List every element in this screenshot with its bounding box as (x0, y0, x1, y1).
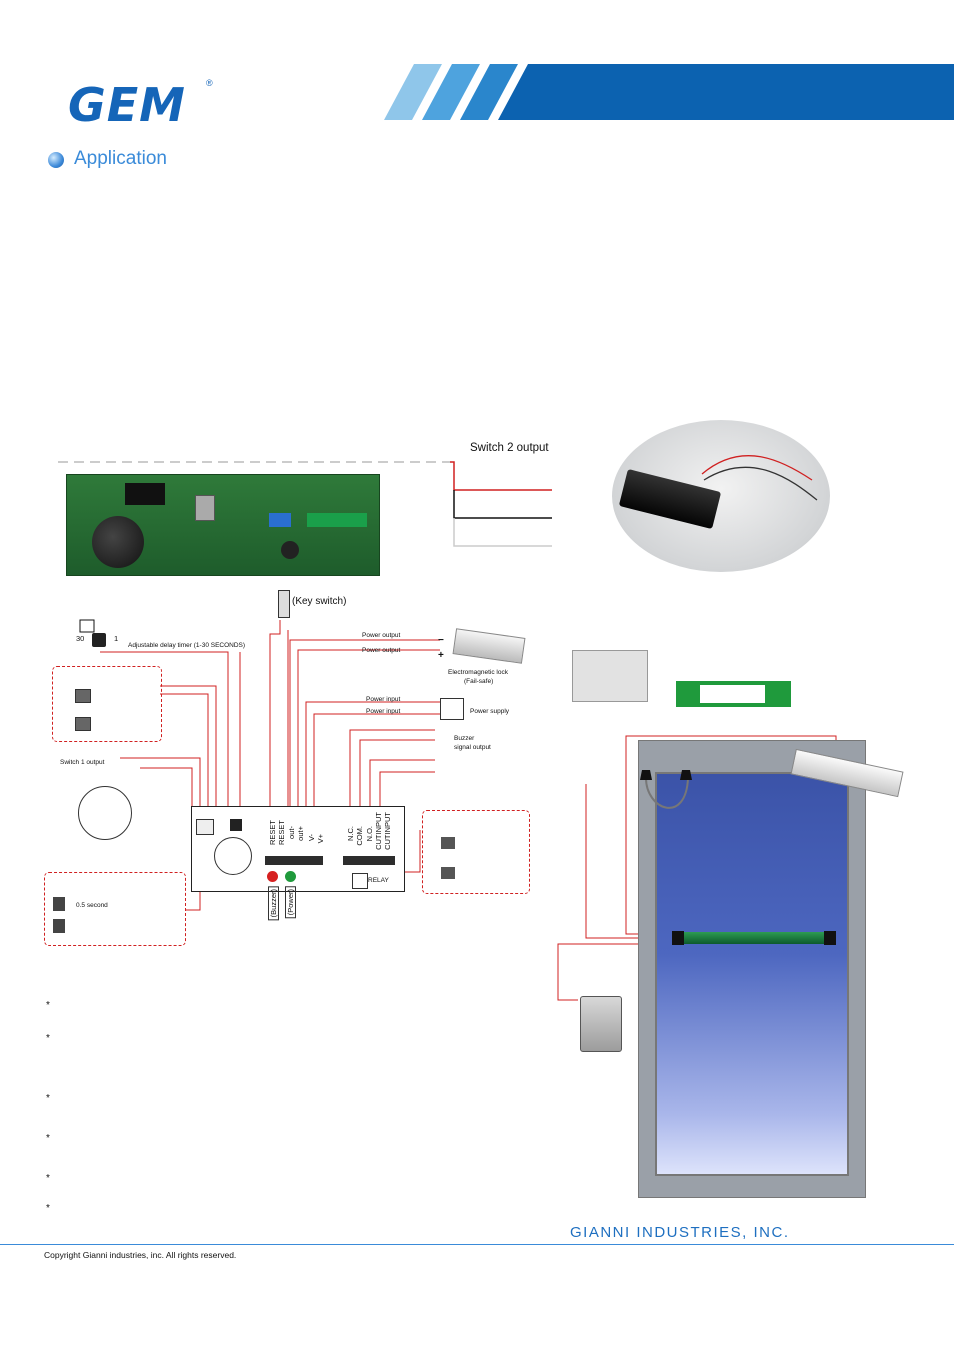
terminal-v-plus: V+ (316, 834, 325, 844)
wiring-diagram-lines (79, 619, 440, 911)
buzzer-led-icon (267, 871, 278, 882)
registered-mark: ® (206, 78, 213, 88)
pulse-mode-box (44, 872, 186, 946)
footer-divider (0, 1244, 954, 1245)
relay-label: RELAY (368, 877, 389, 884)
buzzer-signal-1: Buzzer (454, 735, 475, 742)
gem-logo: GEM (68, 78, 186, 132)
company-name: GIANNI INDUSTRIES, INC. (570, 1224, 790, 1241)
timer-label: Adjustable delay timer (1-30 SECONDS) (128, 642, 246, 649)
terminal-no: N.O. (365, 826, 374, 842)
power-output-2: Power output (362, 647, 401, 654)
section-bullet-icon (48, 152, 64, 168)
power-supply-icon (440, 698, 464, 720)
power-led-icon (285, 871, 296, 882)
note-6: * (46, 1203, 50, 1214)
timer-mode-box (52, 666, 162, 742)
switch1-icon (78, 786, 132, 840)
power-supply-label: Power supply (470, 708, 510, 715)
door-loop-icon (640, 770, 692, 809)
key-switch-plate-icon (580, 996, 622, 1052)
note-3: * (46, 1093, 50, 1104)
note-2: * (46, 1033, 50, 1044)
fail-safe-label: (Fail-safe) (464, 678, 494, 685)
key-switch-label: (Key switch) (292, 596, 347, 607)
plus-sign: + (438, 650, 444, 661)
terminal-cutinput-1: CUTINPUT (374, 812, 383, 850)
mag-lock-label: Electromagnetic lock (448, 669, 508, 676)
buzzer-signal-2: signal output (454, 744, 491, 751)
switch2-wiring (58, 461, 552, 547)
terminal-cutinput-2: CUTINPUT (383, 812, 392, 850)
terminal-com: COM. (355, 826, 364, 846)
terminal-reset-1: RESET (268, 820, 277, 846)
switch2-output-label: Switch 2 output (470, 442, 549, 454)
timer-max: 30 (76, 634, 85, 643)
note-4: * (46, 1133, 50, 1144)
terminal-block-right (343, 856, 395, 865)
power-input-1: Power input (366, 696, 401, 703)
key-switch-icon (278, 590, 290, 618)
note-1: * (46, 1000, 50, 1011)
exit-sign-icon (676, 681, 791, 707)
timer-min: 1 (114, 634, 119, 643)
terminal-reset-2: RESET (277, 820, 286, 846)
header-banner (384, 64, 954, 120)
terminal-out-plus: out+ (296, 826, 305, 841)
power-supply-box-icon (572, 650, 648, 702)
section-title: Application (74, 148, 167, 169)
minus-sign: − (438, 635, 444, 646)
buzzer-icon (92, 516, 144, 568)
note-5: * (46, 1173, 50, 1184)
timer-knob-icon (92, 633, 106, 647)
power-input-2: Power input (366, 708, 401, 715)
power-output-1: Power output (362, 632, 401, 639)
buzzer-led-label: (Buzzer) (268, 886, 279, 921)
power-led-label: (Power) (285, 886, 296, 919)
switch1-output-label: Switch 1 output (60, 759, 105, 766)
terminal-nc: N.C. (346, 826, 355, 841)
exit-push-bar-icon (672, 931, 836, 945)
terminal-out-minus: out- (287, 826, 296, 839)
half-second-label: 0.5 second (76, 902, 108, 909)
terminal-block-left (265, 856, 323, 865)
door-glass (655, 772, 849, 1176)
relay-mode-box (422, 810, 530, 894)
copyright-text: Copyright Gianni industries, inc. All ri… (44, 1250, 237, 1260)
controller-module: RELAY (191, 806, 405, 892)
terminal-v-minus: V- (307, 834, 316, 842)
